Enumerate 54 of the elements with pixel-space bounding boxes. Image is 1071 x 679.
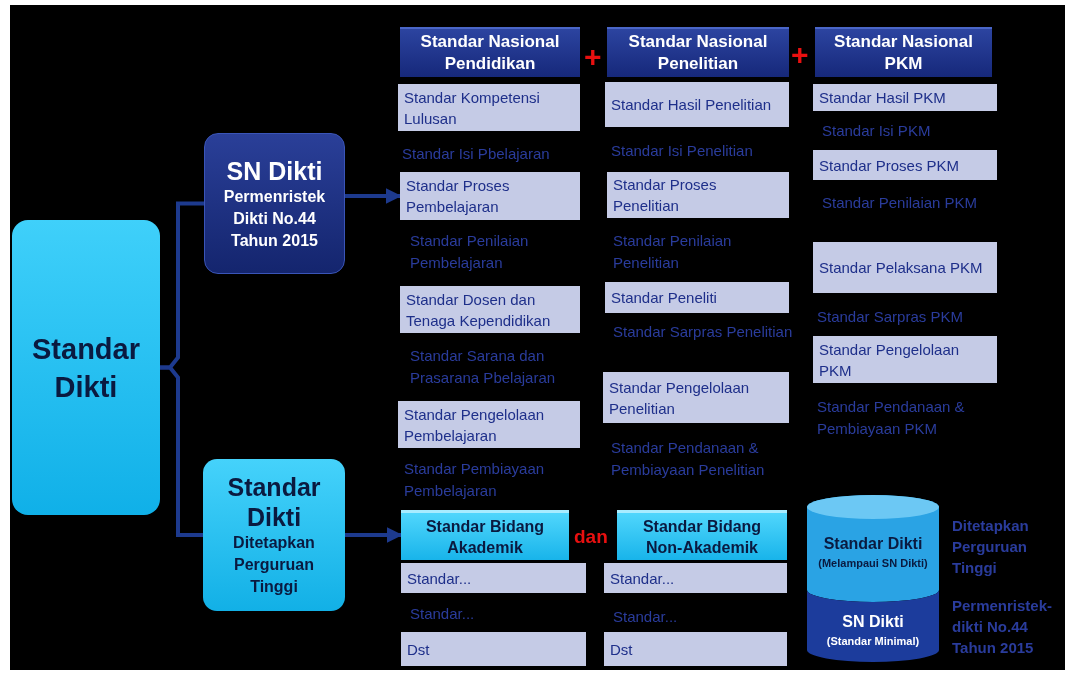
standard-box: Standar Proses PKM [813,150,997,180]
side-note: Ditetapkan Perguruan Tinggi [952,516,1030,578]
cylinder-title: Standar Dikti [822,535,924,553]
arrow [345,527,403,543]
standard-text: Standar Pembiayaan Pembelajaran [404,459,546,501]
standard-box: Dst [401,632,586,666]
category-box [204,133,345,274]
standard-text: Standar Isi Penelitian [611,141,754,161]
side-note: Permenristek-dikti No.44 Tahun 2015 [952,596,1054,658]
standard-text: Standar Pendanaan & Pembiayaan Penelitian [611,438,766,480]
standard-box: Standar... [401,563,586,593]
standard-box: Standar... [604,563,787,593]
bracket-line [160,365,203,537]
standard-text: Standar Isi PKM [822,121,932,141]
standard-text: Standar Sarpras Penelitian [613,322,793,342]
standard-box: Standar Proses Penelitian [607,172,789,218]
cylinder-title: SN Dikti [841,613,905,631]
cylinder-subtitle: (Standar Minimal) [825,635,921,647]
standard-text: Standar... [410,604,476,624]
box-title: Standar Dikti [226,472,322,532]
category-box [203,459,345,611]
standard-text: Standar Sarana dan Prasarana Pbelajaran [410,346,557,388]
standard-box: Standar Pengelolaan Penelitian [603,372,789,423]
standard-text: Standar Isi Pbelajaran [402,144,551,164]
standard-box: Standar Kompetensi Lulusan [398,84,580,131]
standard-text: Standar Sarpras PKM [817,307,964,327]
plus-sign: + [584,42,603,72]
standard-box: Standar Peneliti [605,282,789,313]
header-box: Standar Nasional PKM [815,27,992,77]
standard-text: Standar Penilaian PKM [822,193,979,213]
standard-box: Standar Pengelolaan PKM [813,336,997,383]
standard-box: Standar Proses Pembelajaran [400,172,580,220]
box-title: SN Dikti [226,155,323,186]
header-box: Standar Nasional Penelitian [607,27,789,77]
standard-box: Standar Pengelolaan Pembelajaran [398,401,580,448]
conjunction-text: dan [574,526,609,548]
standard-box: Standar Hasil PKM [813,84,997,111]
standard-box: Standar Pelaksana PKM [813,242,997,293]
standard-box: Dst [604,632,787,666]
box-subtitle: Ditetapkan Perguruan Tinggi [232,533,316,597]
standard-box: Standar Hasil Penelitian [605,82,789,127]
arrow [345,188,402,204]
cylinder-subtitle: (Melampaui SN Dikti) [817,557,929,569]
header-box: Standar Bidang Akademik [401,510,569,560]
header-box: Standar Nasional Pendidikan [400,27,580,77]
standard-text: Standar Penilaian Pembelajaran [410,231,530,273]
box-subtitle: Permenristek Dikti No.44 Tahun 2015 [222,186,327,251]
header-box: Standar Bidang Non-Akademik [617,510,787,560]
category-box: Standar Dikti [12,220,160,515]
standard-text: Standar... [613,607,679,627]
plus-sign: + [791,40,810,70]
standard-box: Standar Dosen dan Tenaga Kependidikan [400,286,580,333]
standard-text: Standar Pendanaan & Pembiayaan PKM [817,397,966,439]
standard-text: Standar Penilaian Penelitian [613,231,733,273]
